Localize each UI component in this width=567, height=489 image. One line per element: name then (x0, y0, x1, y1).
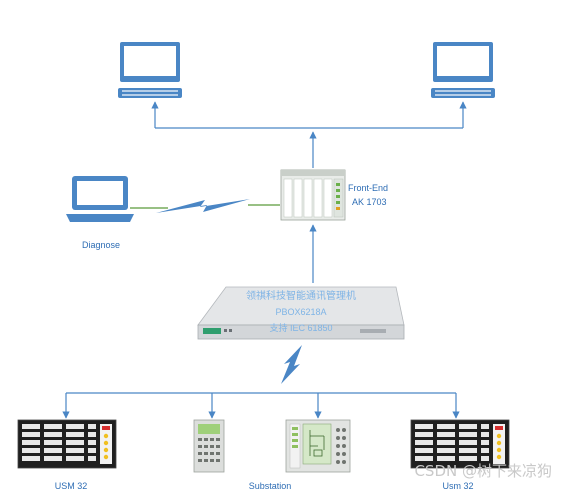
top-link-lines (151, 101, 467, 283)
gateway-device-icon (197, 286, 405, 340)
desktop-computer-icon (118, 42, 182, 98)
usm-left-label: USM 32 (55, 481, 88, 489)
wireless-bolt-icon (281, 345, 302, 384)
gateway-model-label: PBOX6218A (275, 307, 326, 317)
controller-device-icon (193, 419, 225, 473)
usm-right-label: Usm 32 (442, 481, 473, 489)
watermark: CSDN @树下来凉狗 (414, 462, 552, 480)
substation-label: Substation (249, 481, 292, 489)
usm-panel-icon (410, 419, 510, 469)
front-end-rack-icon (280, 169, 346, 221)
diagnose-link (130, 199, 280, 213)
laptop-icon (66, 176, 134, 222)
bottom-bus-lines (62, 392, 460, 419)
desktop-computer-icon (431, 42, 495, 98)
wireless-bolt-icon (156, 199, 250, 213)
front-end-label: Front-End (348, 183, 388, 193)
usm-panel-icon (17, 419, 117, 469)
bay-controller-icon (285, 419, 351, 473)
diagnose-label: Diagnose (82, 240, 120, 250)
front-end-model-label: AK 1703 (352, 197, 387, 207)
gateway-support-label: 支持 IEC 61850 (269, 322, 332, 333)
gateway-name-label: 领祺科技智能通讯管理机 (246, 289, 356, 302)
